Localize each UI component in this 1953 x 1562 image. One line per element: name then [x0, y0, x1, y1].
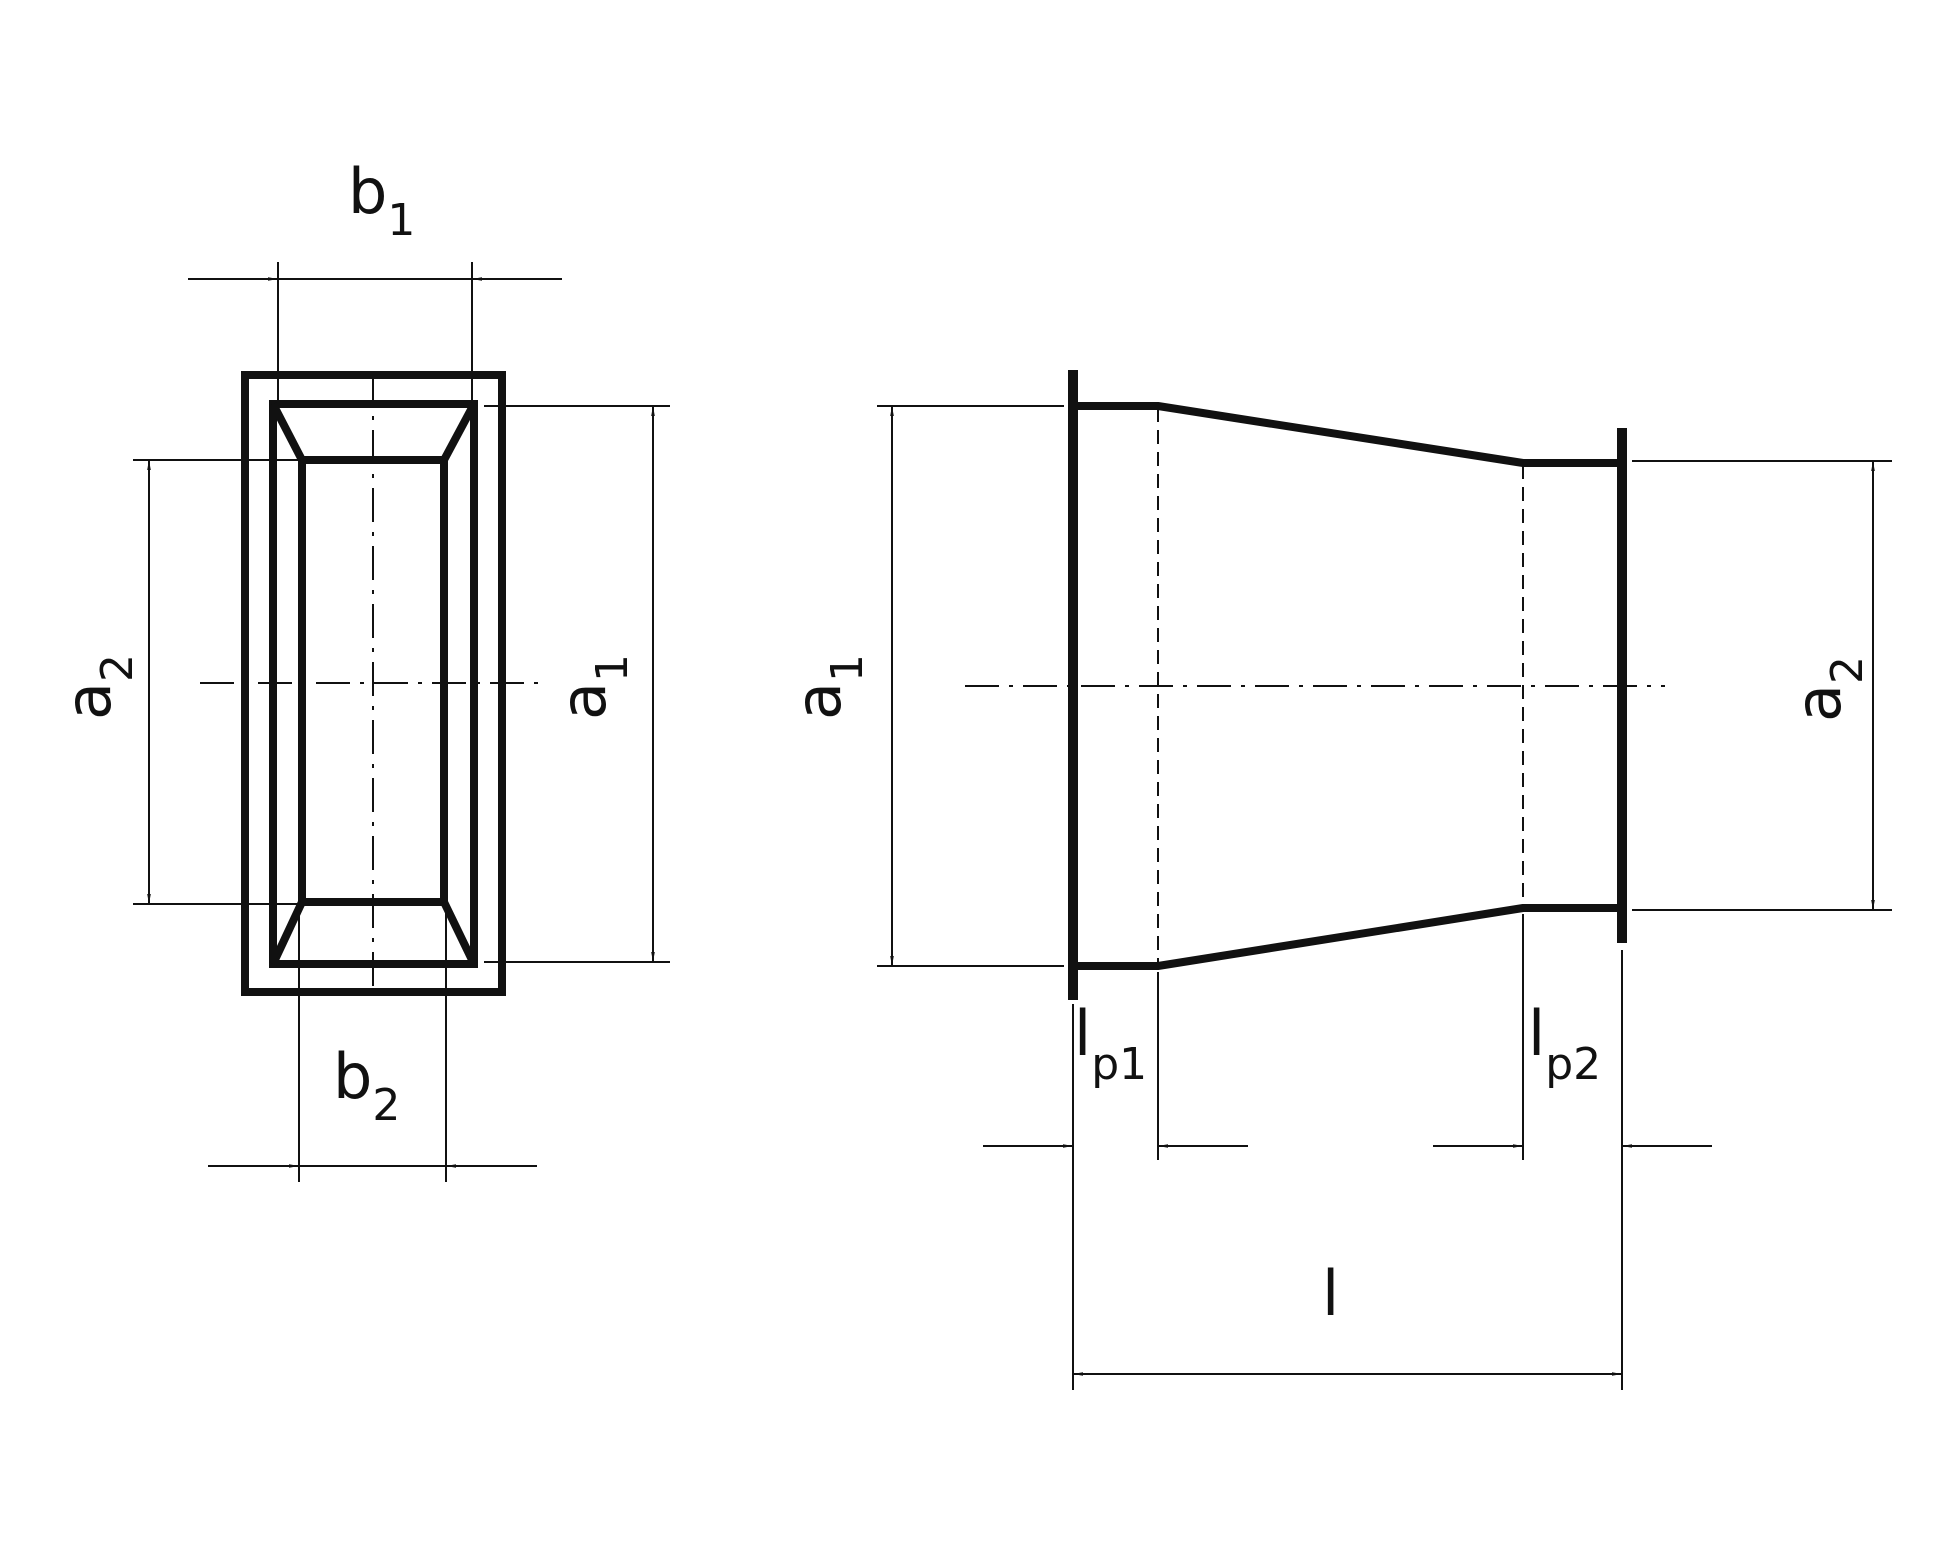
front-corner-edges: [269, 402, 478, 966]
front-center-lines: [200, 372, 545, 996]
dimension-a1-front: [484, 405, 670, 963]
front-view: b1 b2 a2 a1: [52, 155, 670, 1182]
side-extension-lines: [1072, 914, 1623, 1390]
label-b2: b2: [333, 1040, 400, 1131]
label-lp1: lp1: [1074, 997, 1147, 1090]
dimension-a2-side: [1632, 460, 1892, 911]
side-view: a1 a2 lp1 lp2: [782, 370, 1892, 1390]
label-a2-front: a2: [52, 654, 143, 720]
label-l: l: [1322, 1257, 1339, 1330]
label-a2-side: a2: [1782, 656, 1873, 722]
dimension-b1: [188, 262, 562, 400]
label-lp2: lp2: [1528, 997, 1601, 1090]
dimension-a2-front: [133, 459, 300, 905]
dimension-b2: [208, 904, 537, 1182]
side-body-outline: [1078, 402, 1617, 970]
label-a1-front: a1: [547, 654, 638, 720]
dimension-a1-side: [877, 405, 1064, 967]
label-a1-side: a1: [782, 654, 873, 720]
label-b1: b1: [348, 155, 415, 246]
